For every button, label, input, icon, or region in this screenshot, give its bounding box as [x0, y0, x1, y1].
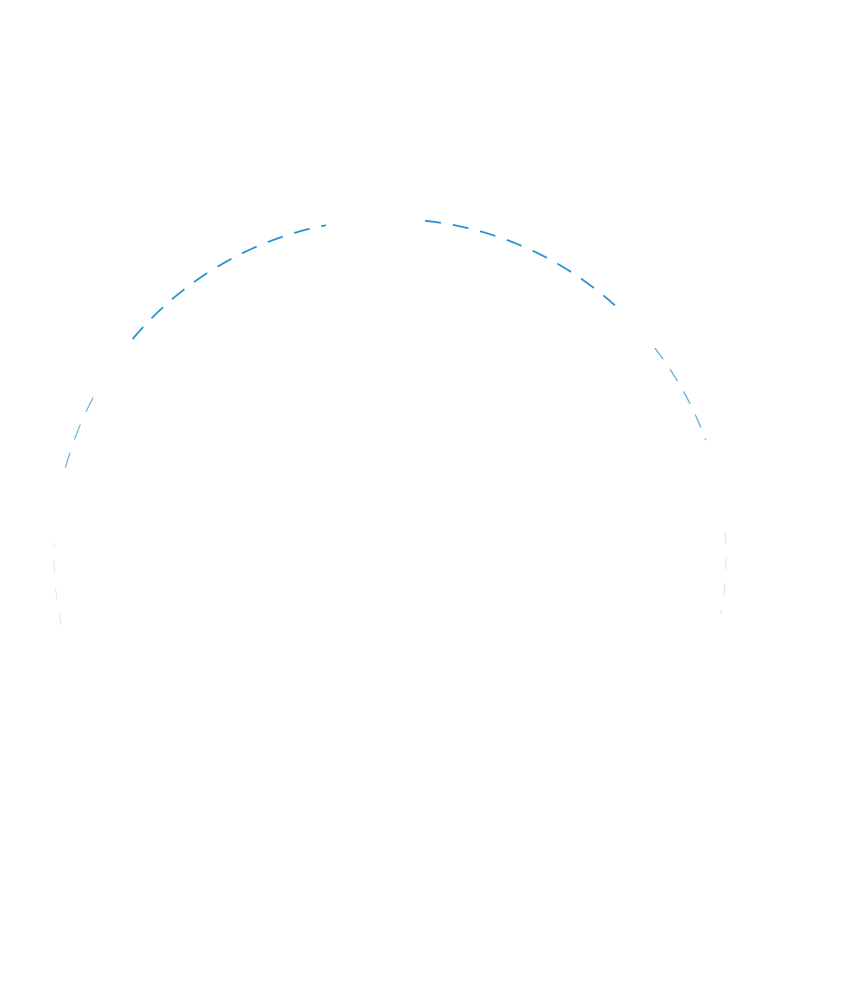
arc-segment-right — [654, 347, 707, 441]
arc-segment-top-left — [131, 224, 327, 340]
dashed-ring — [53, 219, 727, 626]
arc-segment-left-lower — [53, 543, 62, 626]
arc-segment-top-right — [425, 219, 616, 306]
arc-segment-left-upper — [64, 397, 94, 469]
arc-segment-lower-right — [720, 531, 727, 614]
